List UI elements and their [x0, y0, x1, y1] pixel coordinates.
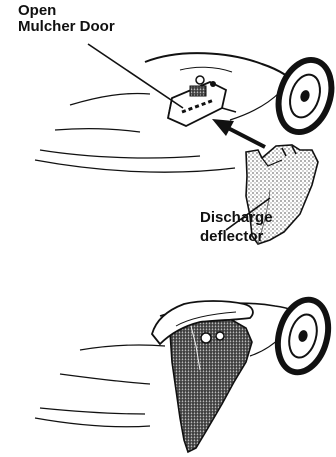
bottom-mower-view	[35, 294, 336, 452]
installed-deflector	[170, 316, 252, 452]
top-deck-curve	[180, 67, 232, 72]
bottom-deck-line-3	[40, 408, 145, 414]
top-deck-line-2	[40, 150, 200, 158]
top-rear-wheel	[270, 53, 336, 139]
insert-arrow	[212, 119, 265, 147]
bottom-deck-line-2	[60, 374, 150, 384]
top-deck-edge	[70, 93, 150, 105]
top-mower-view	[35, 44, 336, 244]
top-deck-line-1	[55, 129, 140, 132]
bottom-deck-line-1	[80, 345, 165, 350]
top-deck-line-3	[35, 160, 235, 172]
label-discharge: Discharge	[200, 210, 273, 226]
mulcher-door	[168, 76, 236, 126]
label-mulcher-door: Mulcher Door	[18, 19, 115, 35]
top-deck-side	[230, 92, 280, 120]
label-deflector: deflector	[200, 229, 263, 245]
bottom-deck-line-4	[35, 418, 150, 427]
label-open: Open	[18, 3, 56, 19]
mulcher-door-leader	[88, 44, 183, 108]
top-deck-outline	[145, 53, 300, 88]
